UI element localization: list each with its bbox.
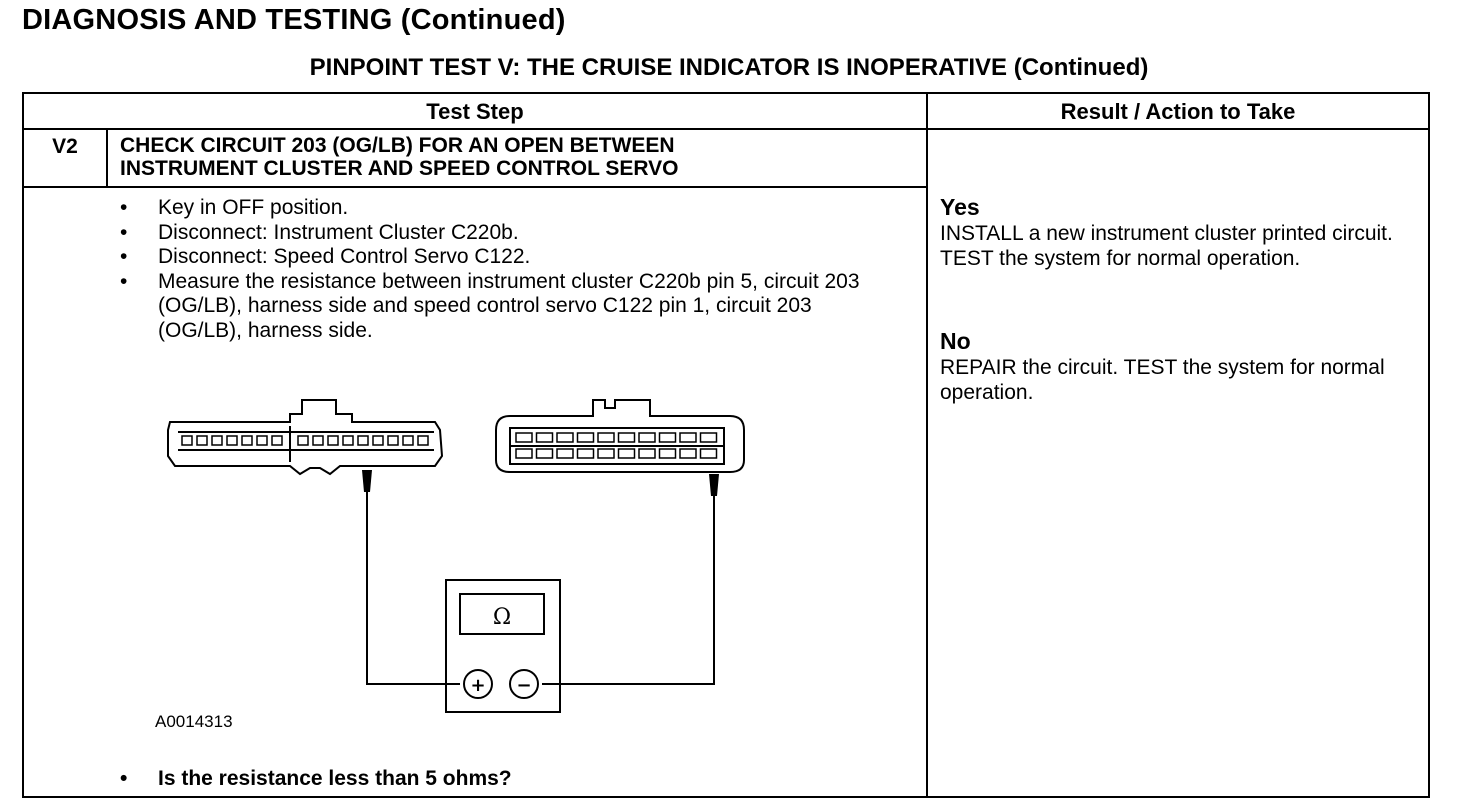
multimeter-display bbox=[459, 593, 545, 635]
servo-cavity bbox=[576, 448, 595, 459]
pinpoint-test-title: PINPOINT TEST V: THE CRUISE INDICATOR IS… bbox=[309, 54, 1149, 81]
cluster-cavity bbox=[196, 435, 208, 446]
servo-cavity bbox=[515, 448, 533, 459]
step-title-line-2: INSTRUMENT CLUSTER AND SPEED CONTROL SER… bbox=[120, 157, 679, 180]
servo-cavity bbox=[556, 448, 574, 459]
servo-cavity bbox=[617, 448, 636, 459]
cluster-cavity bbox=[181, 435, 193, 446]
cluster-cavity bbox=[342, 435, 354, 446]
step-title-line-1: CHECK CIRCUIT 203 (OG/LB) FOR AN OPEN BE… bbox=[120, 134, 675, 157]
step-title-divider bbox=[24, 186, 926, 188]
servo-cavity bbox=[638, 448, 656, 459]
instruction-item: Disconnect: Instrument Cluster C220b. bbox=[116, 221, 916, 246]
column-header-result: Result / Action to Take bbox=[1060, 99, 1296, 124]
test-question: Is the resistance less than 5 ohms? bbox=[116, 766, 916, 792]
cluster-cavity bbox=[387, 435, 399, 446]
minus-symbol: − bbox=[516, 675, 531, 696]
servo-cavity bbox=[597, 448, 615, 459]
probe-wire-positive bbox=[366, 486, 460, 685]
result-yes: Yes INSTALL a new instrument cluster pri… bbox=[940, 194, 1420, 271]
cluster-cavity bbox=[226, 435, 238, 446]
page-heading: DIAGNOSIS AND TESTING (Continued) bbox=[22, 4, 566, 36]
ohm-symbol: Ω bbox=[493, 605, 511, 630]
cluster-cavity bbox=[241, 435, 253, 446]
cluster-cavity bbox=[211, 435, 223, 446]
servo-cavity bbox=[699, 432, 718, 443]
servo-cavity bbox=[535, 448, 554, 459]
servo-cavity bbox=[658, 432, 677, 443]
column-header-test-step: Test Step bbox=[426, 99, 524, 124]
servo-cavity bbox=[658, 448, 677, 459]
multimeter-positive-jack bbox=[463, 669, 493, 699]
instruction-item: Key in OFF position. bbox=[116, 196, 916, 221]
step-id: V2 bbox=[52, 135, 78, 158]
figure-id: A0014313 bbox=[155, 712, 233, 731]
cluster-cavity bbox=[372, 435, 384, 446]
servo-cavity bbox=[617, 432, 636, 443]
step-title: CHECK CIRCUIT 203 (OG/LB) FOR AN OPEN BE… bbox=[120, 134, 920, 180]
circuit-diagram: Ω + − bbox=[167, 399, 745, 713]
plus-symbol: + bbox=[470, 675, 485, 696]
probe-tip-positive bbox=[362, 470, 372, 492]
servo-cavity bbox=[679, 432, 697, 443]
no-action: REPAIR the circuit. TEST the system for … bbox=[940, 356, 1385, 404]
servo-cavity bbox=[576, 432, 595, 443]
servo-cavity bbox=[597, 432, 615, 443]
step-id-divider bbox=[106, 130, 108, 188]
probe-wire-negative bbox=[542, 486, 715, 685]
header-divider bbox=[24, 128, 1428, 130]
test-table: Test Step Result / Action to Take V2 CHE… bbox=[22, 92, 1430, 798]
cluster-cavity bbox=[297, 435, 309, 446]
cluster-cavity bbox=[402, 435, 414, 446]
step-instructions: Key in OFF position. Disconnect: Instrum… bbox=[116, 196, 916, 343]
servo-cavity bbox=[515, 432, 533, 443]
servo-cavity bbox=[699, 448, 718, 459]
cluster-cavity bbox=[327, 435, 339, 446]
instruction-item: Disconnect: Speed Control Servo C122. bbox=[116, 245, 916, 270]
instruction-item: Measure the resistance between instrumen… bbox=[116, 270, 896, 344]
cluster-cavity bbox=[357, 435, 369, 446]
instrument-cluster-connector bbox=[167, 399, 444, 476]
speed-control-servo-connector bbox=[495, 399, 745, 473]
column-divider bbox=[926, 94, 928, 796]
cluster-cavity bbox=[312, 435, 324, 446]
servo-cavity bbox=[556, 432, 574, 443]
servo-cavity bbox=[679, 448, 697, 459]
result-no: No REPAIR the circuit. TEST the system f… bbox=[940, 328, 1420, 405]
multimeter-body bbox=[445, 579, 561, 713]
cluster-cavity bbox=[256, 435, 268, 446]
multimeter-negative-jack bbox=[509, 669, 539, 699]
probe-tip-negative bbox=[709, 474, 719, 496]
cluster-cavity bbox=[417, 435, 429, 446]
servo-cavity bbox=[535, 432, 554, 443]
yes-action: INSTALL a new instrument cluster printed… bbox=[940, 222, 1393, 270]
no-label: No bbox=[940, 328, 971, 354]
yes-label: Yes bbox=[940, 194, 980, 220]
servo-cavity bbox=[638, 432, 656, 443]
cluster-cavity bbox=[271, 435, 283, 446]
